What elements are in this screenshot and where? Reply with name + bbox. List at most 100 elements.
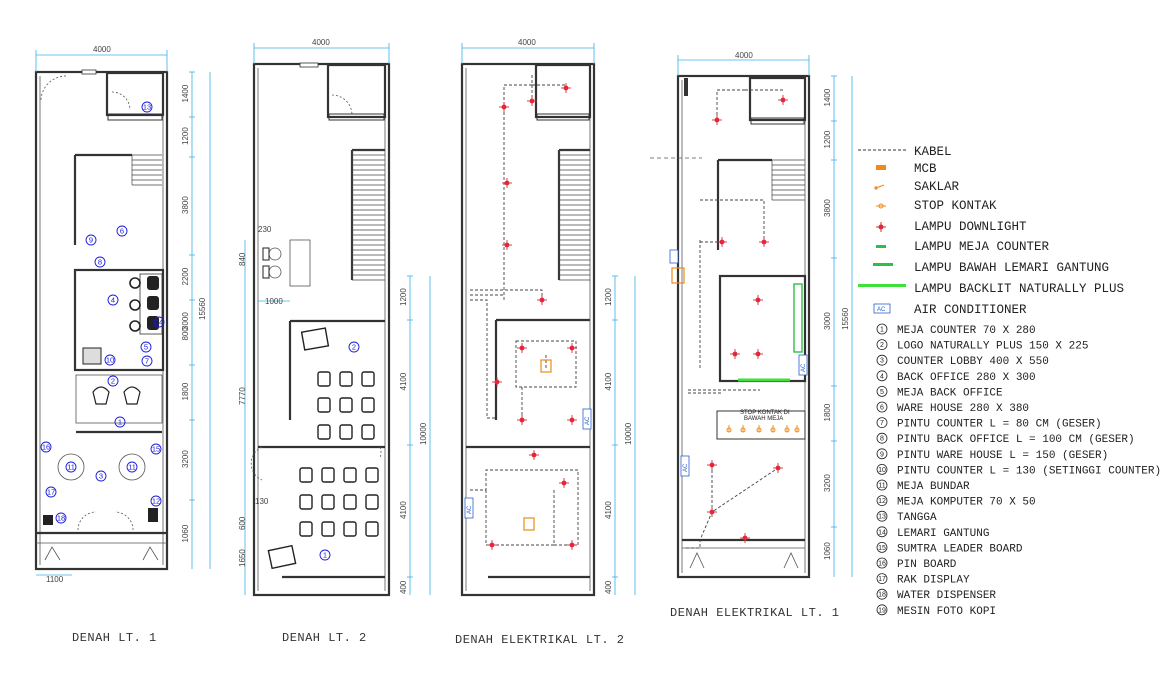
elec1-dim-0: 1400 <box>823 88 832 106</box>
downlight-icon <box>559 478 569 488</box>
legend-item-number-circle <box>876 401 888 413</box>
plan1-dimensions: 4000 1100 15560 3000 1400120038002200800… <box>35 45 211 584</box>
legend-symbol-label: KABEL <box>914 145 952 159</box>
item-marker-10 <box>104 354 116 366</box>
item-marker-number: 2 <box>352 343 356 352</box>
chair <box>299 494 313 510</box>
item-marker-1 <box>319 549 331 561</box>
item-marker-number: 9 <box>89 236 93 245</box>
backlit-lamp-icon <box>858 284 906 287</box>
elec2-cables <box>470 75 579 546</box>
item-marker-2 <box>107 375 119 387</box>
elec2-ac-label-2: AC <box>467 505 473 514</box>
counter-lamp-icon <box>876 245 886 248</box>
downlight-icon <box>517 343 527 353</box>
plan2-total-dim: 10000 <box>419 422 428 445</box>
item-marker-8 <box>94 256 106 268</box>
item-marker-12 <box>150 495 162 507</box>
plan2-dim-2: 4100 <box>399 501 408 519</box>
downlight-icon <box>502 240 512 250</box>
item-marker-11 <box>65 461 77 473</box>
elec1-stop-kontak-label: STOP KONTAK DI <box>740 410 790 416</box>
elec2-ac-units: AC AC <box>464 408 592 519</box>
item-marker-15 <box>150 443 162 455</box>
plan1-width-label: 4000 <box>93 45 111 54</box>
downlight-icon <box>502 178 512 188</box>
legend-item-number: 13 <box>878 514 886 521</box>
plan2-dimensions: 4000 10000 12004100410040023084010007770… <box>238 38 431 595</box>
legend-item-label: MESIN FOTO KOPI <box>897 606 996 618</box>
chair <box>299 521 313 537</box>
elec2-dim-1: 4100 <box>604 372 613 390</box>
elec1-dim-1: 1200 <box>823 130 832 148</box>
legend-item-label: COUNTER LOBBY 400 X 550 <box>897 356 1049 368</box>
plan1-dim-6: 3200 <box>181 450 190 468</box>
legend-item-label: LOGO NATURALLY PLUS 150 X 225 <box>897 341 1088 353</box>
plan2-outer-wall <box>252 62 391 597</box>
plan1-dim-3: 2200 <box>181 267 190 285</box>
elec1-cables <box>686 89 783 549</box>
elec1-outer-wall <box>676 74 811 579</box>
legend-item-number-circle <box>876 510 888 522</box>
chair <box>361 371 375 387</box>
chair <box>365 467 379 483</box>
elec1-dim-6: 1060 <box>823 542 832 560</box>
plan2-left-dim-2: 1000 <box>265 297 283 306</box>
item-marker-number: 17 <box>47 488 55 497</box>
legend-item-number: 17 <box>878 576 886 583</box>
item-marker-number: 6 <box>120 227 124 236</box>
downlight-icon <box>537 295 547 305</box>
item-marker-number: 15 <box>152 445 160 454</box>
legend-item-number-circle <box>876 604 888 616</box>
downlight-icon <box>517 415 527 425</box>
downlight-icon <box>717 237 727 247</box>
downlight-icon <box>730 349 740 359</box>
plan1-title: DENAH LT. 1 <box>72 631 157 645</box>
legend-item-number-circle <box>876 526 888 538</box>
plan1-dim-1: 1200 <box>181 127 190 145</box>
legend-item-number-circle <box>876 542 888 553</box>
elec2-total-dim: 10000 <box>624 422 633 445</box>
chair <box>361 424 375 440</box>
downlight-icon <box>529 450 539 460</box>
downlight-icon <box>527 96 537 106</box>
chair <box>343 521 357 537</box>
legend-item-label: MEJA BACK OFFICE <box>897 387 1003 399</box>
legend-symbol-label: SAKLAR <box>914 180 960 194</box>
item-marker-number: 10 <box>106 356 114 365</box>
plan2-left-dim-0: 230 <box>258 225 272 234</box>
legend-item-number-circle <box>876 495 888 507</box>
item-marker-number: 4 <box>111 296 115 305</box>
elec1-dim-4: 1800 <box>823 403 832 421</box>
item-marker-7 <box>141 355 153 367</box>
plan2-stair <box>350 148 385 281</box>
elec2-dim-0: 1200 <box>604 288 613 306</box>
plan1-back-office <box>73 268 165 372</box>
chair <box>321 467 335 483</box>
legend-item-number: 11 <box>878 483 885 490</box>
plan2-stair-room <box>326 63 387 119</box>
item-marker-18 <box>55 512 67 524</box>
legend-item-number: 15 <box>878 545 886 552</box>
item-marker-5 <box>140 341 152 353</box>
legend-item-label: PINTU COUNTER L = 80 CM (GESER) <box>897 419 1102 431</box>
downlight-icon <box>567 415 577 425</box>
item-marker-3 <box>95 470 107 482</box>
plan2-left-dim-3: 7770 <box>238 387 247 405</box>
legend-item-label: WARE HOUSE 280 X 380 <box>897 403 1029 415</box>
elec1-total-dim: 15560 <box>841 307 850 330</box>
item-marker-9 <box>85 234 97 246</box>
legend-symbol-label: AIR CONDITIONER <box>914 303 1027 317</box>
legend-item-number-circle <box>876 417 888 429</box>
legend-item-number: 4 <box>880 373 884 380</box>
chair <box>339 397 353 413</box>
chair <box>321 521 335 537</box>
plan-lt2: 21 4000 10000 12004100410040023084010007… <box>238 38 431 645</box>
item-marker-6 <box>116 225 128 237</box>
legend-item-number: 7 <box>880 420 884 427</box>
chair <box>343 467 357 483</box>
item-marker-number: 16 <box>42 443 50 452</box>
